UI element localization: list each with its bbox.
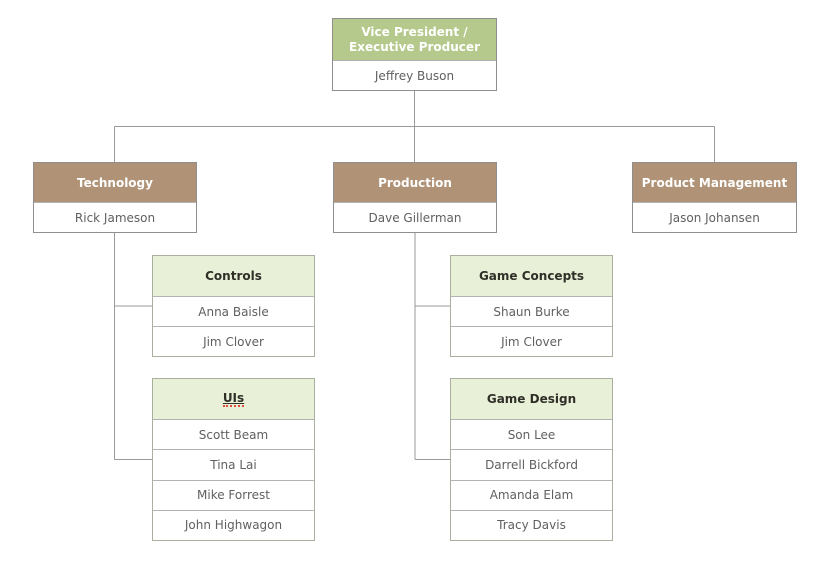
node-vice-president[interactable]: Vice President / Executive Producer Jeff…: [332, 18, 497, 91]
member-row: Tracy Davis: [451, 509, 612, 540]
member-row: Jason Johansen: [633, 202, 796, 232]
box-title-text: Controls: [205, 269, 262, 283]
box-title: Product Management: [633, 163, 796, 202]
member-row: Shaun Burke: [451, 296, 612, 326]
box-title: UIs: [153, 379, 314, 419]
box-title-text: Vice President / Executive Producer: [349, 24, 480, 54]
member-row: Rick Jameson: [34, 202, 196, 232]
node-uis[interactable]: UIs Scott Beam Tina Lai Mike Forrest Joh…: [152, 378, 315, 541]
box-title: Game Concepts: [451, 256, 612, 296]
node-game-concepts[interactable]: Game Concepts Shaun Burke Jim Clover: [450, 255, 613, 357]
member-row: Mike Forrest: [153, 479, 314, 510]
member-row: John Highwagon: [153, 509, 314, 540]
member-row: Jim Clover: [153, 326, 314, 356]
box-title: Vice President / Executive Producer: [333, 19, 496, 60]
box-title-text: Technology: [77, 175, 153, 190]
member-row: Jim Clover: [451, 326, 612, 356]
member-row: Tina Lai: [153, 449, 314, 480]
box-title: Controls: [153, 256, 314, 296]
node-controls[interactable]: Controls Anna Baisle Jim Clover: [152, 255, 315, 357]
box-title: Game Design: [451, 379, 612, 419]
node-production[interactable]: Production Dave Gillerman: [333, 162, 497, 233]
member-row: Darrell Bickford: [451, 449, 612, 480]
member-row: Son Lee: [451, 419, 612, 450]
box-title-text: UIs: [222, 391, 245, 407]
node-product-management[interactable]: Product Management Jason Johansen: [632, 162, 797, 233]
member-row: Amanda Elam: [451, 479, 612, 510]
member-row: Dave Gillerman: [334, 202, 496, 232]
node-game-design[interactable]: Game Design Son Lee Darrell Bickford Ama…: [450, 378, 613, 541]
box-title: Technology: [34, 163, 196, 202]
box-title-text: Production: [378, 175, 452, 190]
node-technology[interactable]: Technology Rick Jameson: [33, 162, 197, 233]
member-row: Anna Baisle: [153, 296, 314, 326]
box-title-text: Game Design: [486, 392, 577, 406]
member-row: Jeffrey Buson: [333, 60, 496, 90]
box-title-text: Product Management: [641, 175, 788, 190]
member-row: Scott Beam: [153, 419, 314, 450]
box-title-text: Game Concepts: [478, 269, 585, 283]
box-title: Production: [334, 163, 496, 202]
